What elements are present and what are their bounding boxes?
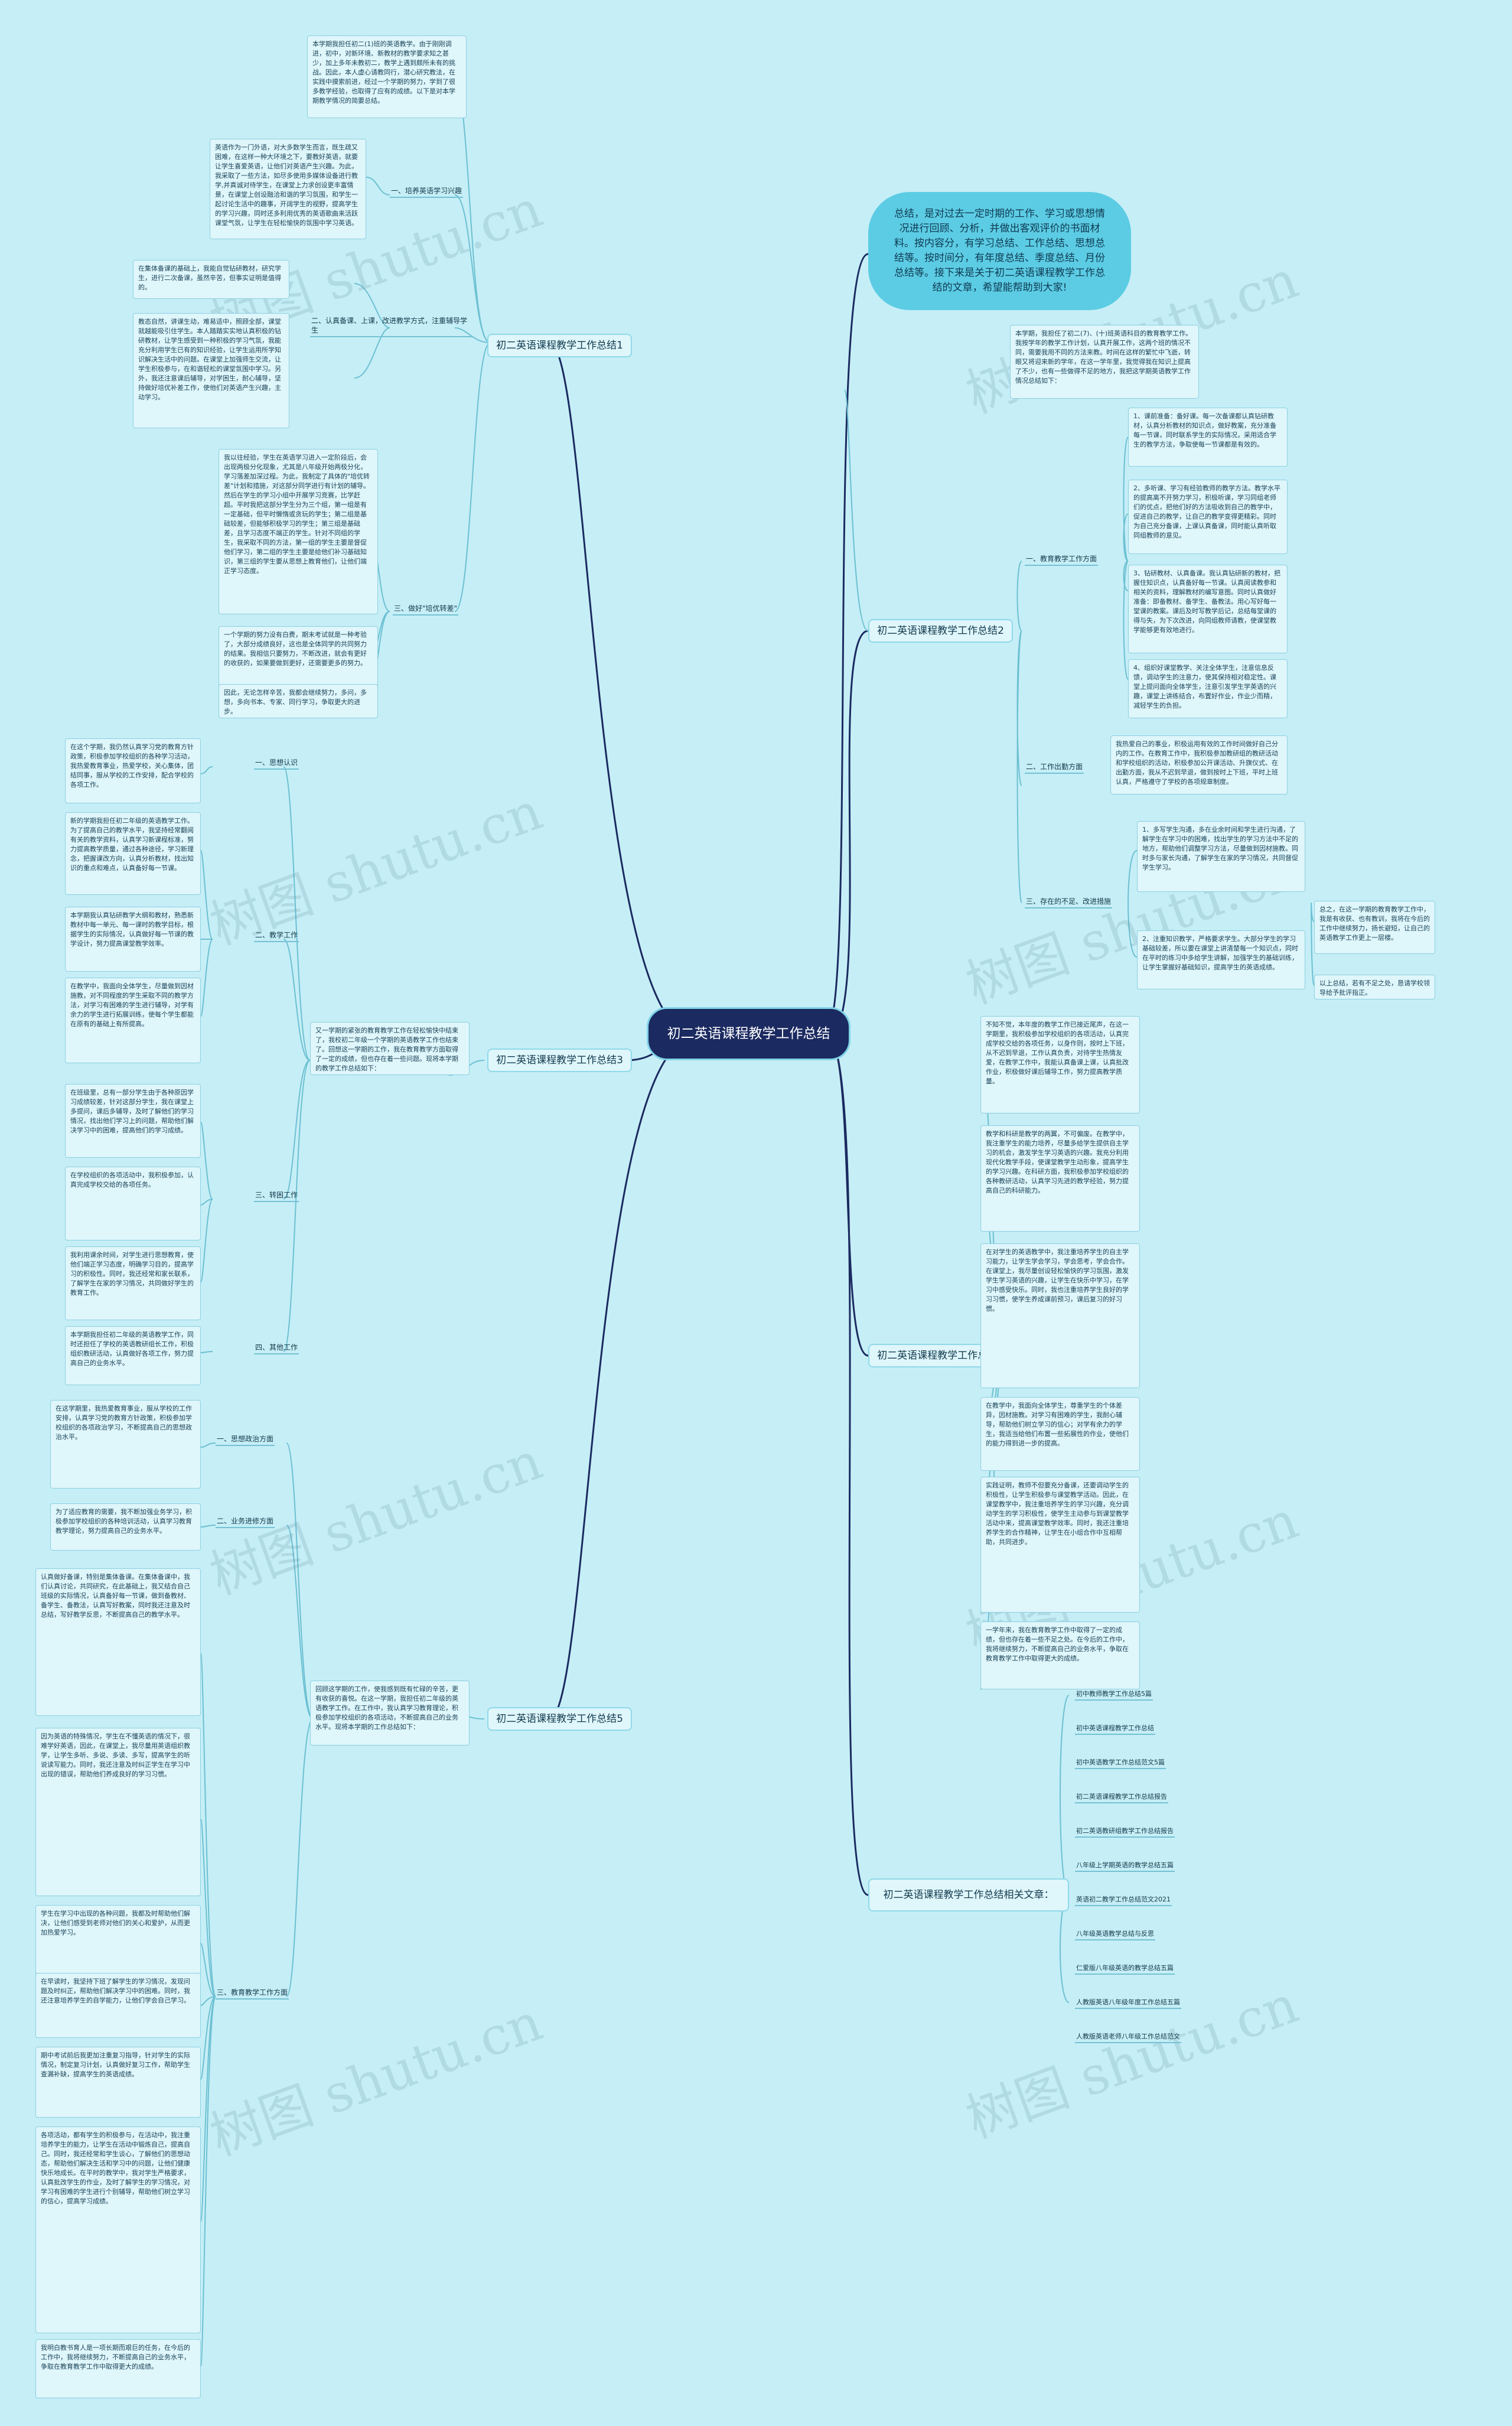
b2-leaf-teaching-c: 3、钻研教材、认真备课。我认真钻研新的教材，把握住知识点，认真备好每一节课。认真… (1128, 565, 1288, 653)
b2-leaf-improve-b: 2、注重知识教学，严格要求学生。大部分学生的学习基础较差，所以要在课堂上讲清楚每… (1137, 930, 1305, 989)
b4-leaf-2: 教学和科研是教学的两翼，不可偏废。在教学中，我注重学生的能力培养，尽量多给学生提… (980, 1125, 1140, 1232)
link-center-bubble (826, 253, 869, 1029)
b5-leaf-teaching-b: 因为英语的特殊情况，学生在不懂英语的情况下，很难学好英语，因此，在课堂上，我尽量… (35, 1728, 201, 1896)
b4-leaf-4: 在教学中，我面向全体学生，尊重学生的个体差异，因材施教。对学习有困难的学生，我耐… (980, 1397, 1140, 1471)
related-article-4[interactable]: 初二英语课程教学工作总结报告 (1075, 1792, 1168, 1803)
b5-leaf-study: 为了适应教育的需要，我不断加强业务学习，积极参加学校组织的各种培训活动，认真学习… (50, 1503, 201, 1551)
related-article-8[interactable]: 八年级英语教学总结与反思 (1075, 1929, 1155, 1940)
b2-leaf-attendance: 我热爱自己的事业，积极运用有效的工作时间做好自己分内的工作。在教育工作中，我积极… (1110, 735, 1288, 794)
b3-sub-other[interactable]: 四、其他工作 (254, 1343, 299, 1354)
b2-leaf-teaching-a: 1、课前准备：备好课。每一次备课都认真钻研教材，认真分析教材的知识点，做好教案，… (1128, 408, 1288, 467)
b2-intro: 本学期，我担任了初二(7)、(十)班英语科目的教育教学工作。我按学年的教学工作计… (1010, 325, 1199, 399)
link-center-b1 (549, 341, 698, 1038)
summary-bubble[interactable]: 总结，是对过去一定时期的工作、学习或思想情况进行回顾、分析，并做出客观评价的书面… (868, 192, 1131, 310)
b4-leaf-6: 一学年来，我在教育教学工作中取得了一定的成绩，但也存在着一些不足之处。在今后的工… (980, 1621, 1140, 1689)
b5-sub-politics[interactable]: 一、思想政治方面 (216, 1434, 275, 1446)
link-b6-refs (1060, 1695, 1070, 1896)
b1-sub-tutor[interactable]: 三、做好"培优转差" (393, 604, 459, 616)
b1-leaf-prepare-b: 教态自然，讲课生动，难易适中，照顾全部，课堂就越能吸引住学生。本人踏踏实实地认真… (133, 313, 289, 428)
related-article-2[interactable]: 初中英语课程教学工作总结 (1075, 1724, 1155, 1735)
b5-leaf-teaching-g: 我明白教书育人是一项长期而艰巨的任务，在今后的工作中，我将继续努力，不断提高自己… (35, 2339, 201, 2398)
related-article-7[interactable]: 英语初二教学工作总结范文2021 (1075, 1895, 1172, 1906)
related-article-11[interactable]: 人教版英语老师八年级工作总结范文 (1075, 2032, 1181, 2043)
b5-leaf-teaching-a: 认真做好备课，特别是集体备课。在集体备课中，我们认真讨论，共同研究，在此基础上，… (35, 1568, 201, 1716)
b3-leaf-support-a: 在班级里，总有一部分学生由于各种原因学习成绩较差，针对这部分学生，我在课堂上多提… (65, 1084, 201, 1158)
b1-leaf-tutor-c: 因此，无论怎样辛苦，我都会继续努力，多问，多想，多向书本、专家、同行学习，争取更… (219, 684, 378, 718)
related-article-9[interactable]: 仁爱版八年级英语的教学总结五篇 (1075, 1963, 1175, 1975)
b3-leaf-teaching-a: 新的学期我担任初二年级的英语教学工作。为了提高自己的教学水平，我坚持经常翻阅有关… (65, 812, 201, 895)
b3-leaf-support-c: 我利用课余时间，对学生进行思想教育，使他们端正学习态度，明确学习目的，提高学习的… (65, 1246, 201, 1320)
b1-intro: 本学期我担任初二(1)班的英语教学。由于刚刚调进，初中，对新环境、新教材的教学要… (307, 35, 467, 118)
b5-leaf-teaching-f: 各项活动，都有学生的积极参与，在活动中，我注重培养学生的能力，让学生在活动中锻炼… (35, 2127, 201, 2333)
b1-leaf-tutor-b: 一个学期的努力没有白费，期末考试就是一种考验了，大部分成绩良好，这也是全体同学的… (219, 626, 378, 692)
b2-leaf-improve-a: 1、多写学生沟通，多在业余时间和学生进行沟通，了解学生在学习中的困难，找出学生的… (1137, 821, 1305, 892)
b2-leaf-teaching-b: 2、多听课、学习有经验教师的教学方法。教学水平的提高离不开努力学习，积极听课，学… (1128, 480, 1288, 554)
b4-leaf-5: 实践证明，教师不但要充分备课，还要调动学生的积极性，让学生积极参与课堂教学活动。… (980, 1477, 1140, 1613)
b1-sub-interest[interactable]: 一、培养英语学习兴趣 (390, 186, 464, 198)
related-article-3[interactable]: 初中英语教学工作总结范文5篇 (1075, 1758, 1166, 1769)
b3-leaf-support-b: 在学校组织的各项活动中，我积极参加，认真完成学校交给的各项任务。 (65, 1167, 201, 1240)
b2-note-1: 总之，在这一学期的教育教学工作中，我是有收获、也有教训，我将在今后的工作中继续努… (1314, 901, 1435, 954)
root-topic[interactable]: 初二英语课程教学工作总结 (647, 1007, 850, 1060)
b5-leaf-politics: 在这学期里，我热爱教育事业，服从学校的工作安排，认真学习党的教育方针政策，积极参… (50, 1400, 201, 1489)
link-center-b6 (826, 1035, 869, 1896)
branch-summary-2[interactable]: 初二英语课程教学工作总结2 (868, 619, 1013, 643)
b3-sub-support[interactable]: 三、转困工作 (254, 1190, 299, 1202)
b2-sub-improve[interactable]: 三、存在的不足、改进措施 (1025, 897, 1113, 908)
b4-leaf-1: 不知不觉，本年度的教学工作已接近尾声，在这一学期里，我积极参加学校组织的各项活动… (980, 1016, 1140, 1113)
b5-intro: 回顾这学期的工作，使我感到既有忙碌的辛苦，更有收获的喜悦。在这一学期，我担任初二… (310, 1681, 470, 1746)
b2-sub-attendance[interactable]: 二、工作出勤方面 (1025, 762, 1084, 774)
related-article-10[interactable]: 人教版英语八年级年度工作总结五篇 (1075, 1998, 1181, 2009)
b4-leaf-3: 在对学生的英语教学中，我注重培养学生的自主学习能力，让学生学会学习，学会思考，学… (980, 1243, 1140, 1388)
b3-intro: 又一学期的紧张的教育教学工作在轻松愉快中结束了，我校初二年级一个学期的英语教学工… (310, 1022, 470, 1075)
branch-related-articles[interactable]: 初二英语课程教学工作总结相关文章： (868, 1878, 1069, 1912)
b3-leaf-thinking: 在这个学期，我仍然认真学习党的教育方针政策，积极参加学校组织的各种学习活动，我热… (65, 738, 201, 803)
b3-sub-thinking[interactable]: 一、思想认识 (254, 758, 299, 770)
b3-leaf-teaching-c: 在教学中，我面向全体学生，尽量做到因材施教，对不同程度的学生采取不同的教学方法，… (65, 978, 201, 1063)
related-article-1[interactable]: 初中教师教学工作总结5篇 (1075, 1689, 1153, 1701)
b1-leaf-interest: 英语作为一门外语，对大多数学生而言，既生疏又困难，在这样一种大环境之下，要教好英… (210, 139, 366, 239)
link-center-b2 (826, 630, 869, 1038)
b5-leaf-teaching-c: 学生在学习中出现的各种问题，我都及时帮助他们解决，让他们感受到老师对他们的关心和… (35, 1905, 201, 1979)
b3-leaf-teaching-b: 本学期我认真钻研教学大纲和教材，熟悉新教材中每一单元、每一课时的教学目标，根据学… (65, 907, 201, 972)
related-article-5[interactable]: 初二英语教研组教学工作总结报告 (1075, 1826, 1175, 1838)
branch-summary-5[interactable]: 初二英语课程教学工作总结5 (487, 1707, 632, 1731)
b3-leaf-other: 本学期我担任初二年级的英语教学工作，同时还担任了学校的英语教研组长工作，积极组织… (65, 1326, 201, 1385)
b1-leaf-prepare-a: 在集体备课的基础上，我能自觉钻研教材，研究学生，进行二次备课，虽然辛苦，但事实证… (133, 260, 289, 299)
b5-leaf-teaching-e: 期中考试前后我更加注重复习指导，针对学生的实际情况，制定复习计划，认真做好复习工… (35, 2047, 201, 2118)
b3-sub-teaching[interactable]: 二、教学工作 (254, 930, 299, 942)
branch-summary-3[interactable]: 初二英语课程教学工作总结3 (487, 1048, 632, 1072)
b1-sub-prepare[interactable]: 二、认真备课、上课，改进教学方式，注重辅导学生 (310, 316, 472, 337)
b1-leaf-tutor-a: 我以往经验，学生在英语学习进入一定阶段后，会出现两极分化现象，尤其是八年级开始两… (219, 449, 378, 614)
related-article-6[interactable]: 八年级上学期英语的教学总结五篇 (1075, 1861, 1175, 1872)
b5-sub-study[interactable]: 二、业务进修方面 (216, 1516, 275, 1528)
b5-leaf-teaching-d: 在早读时，我坚持下班了解学生的学习情况，发现问题及时纠正，帮助他们解决学习中的困… (35, 1973, 201, 2038)
b5-sub-teaching[interactable]: 三、教育教学工作方面 (216, 1988, 289, 2000)
b2-sub-teaching[interactable]: 一、教育教学工作方面 (1025, 554, 1099, 566)
link-center-b5 (549, 1035, 698, 1720)
b2-leaf-teaching-d: 4、组织好课堂教学、关注全体学生，注意信息反馈，调动学生的注意力，使其保持相对稳… (1128, 659, 1288, 718)
branch-summary-1[interactable]: 初二英语课程教学工作总结1 (487, 334, 632, 357)
b2-note-2: 以上总结，若有不足之处，恳请学校领导给予批评指正。 (1314, 975, 1435, 999)
